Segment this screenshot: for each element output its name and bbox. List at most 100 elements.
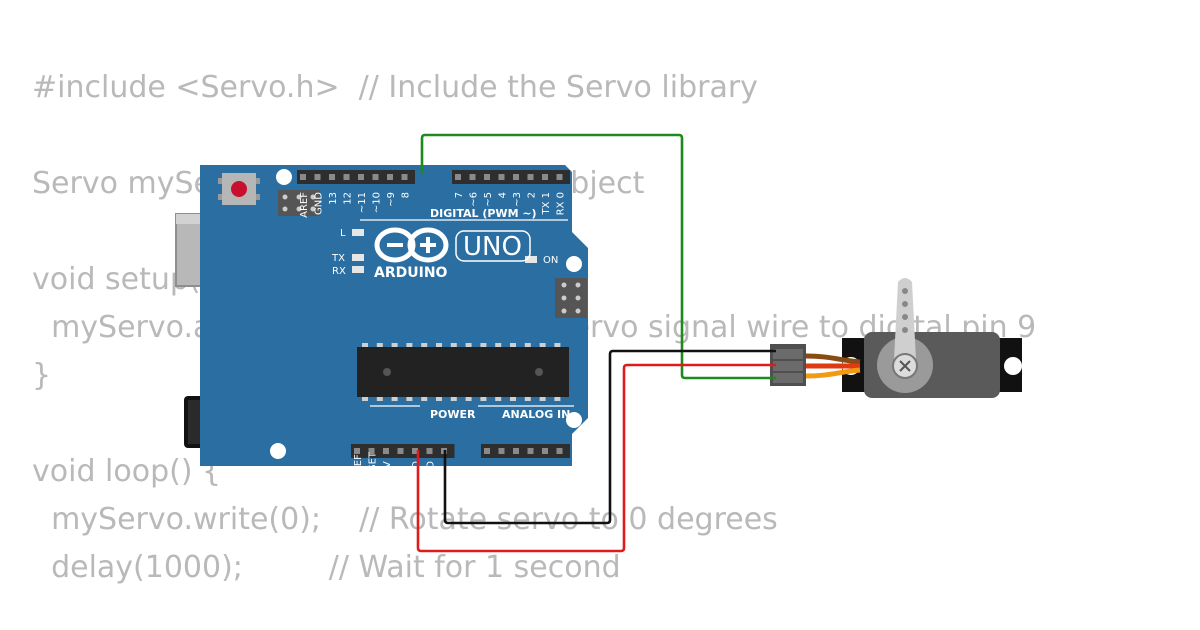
chip-pin [376,343,383,347]
chip-pin [391,397,398,401]
chip-pin [554,343,561,347]
chip-pin [465,343,472,347]
analog-pin [513,448,519,454]
analog-pin-label: A1 [498,471,509,484]
power-pin-label: IOREF [353,454,364,484]
digital-pin [343,174,350,180]
analog-pin [498,448,505,454]
led-on-label: ON [543,255,558,266]
mounting-hole [276,169,292,185]
chip-pin [436,343,442,347]
led-tx [352,254,364,261]
analog-pin-label: A2 [512,471,523,484]
chip-pin [376,397,383,401]
chip-pin [524,397,531,401]
digital-pin [469,174,476,180]
digital-pin [329,174,335,180]
model-label: UNO [463,232,522,262]
digital-pin-label: 2 [527,192,538,198]
digital-pin-label: ~11 [357,192,368,213]
digital-pin [556,174,563,180]
power-pin-label: GND [426,461,437,484]
digital-pin-label: RX 0 [556,192,567,215]
icsp-header-top [278,190,320,216]
chip-pin [391,343,398,347]
code-line-include: #include <Servo.h> // Include the Servo … [32,70,758,105]
digital-pin-label: 12 [343,192,354,205]
led-l [352,229,364,236]
power-pin [383,448,389,454]
digital-pin-label: 8 [401,192,412,198]
digital-pin [498,174,505,180]
servo-motor [770,278,1022,398]
chip-pin [554,397,561,401]
led-rx-label: RX [332,266,346,277]
code-line-setup-close: } [32,358,52,393]
signal-wire [420,133,776,380]
analog-pin [556,448,563,454]
mounting-hole [566,256,582,272]
chip-pin [524,343,531,347]
led-tx-label: TX [331,253,345,264]
microcontroller-chip [357,343,569,401]
chip-pin [480,343,487,347]
digital-pin [401,174,408,180]
power-pin [412,448,418,454]
power-pin [368,448,375,454]
chip-pin [436,397,442,401]
digital-pin-label: 4 [498,192,509,198]
led-l-label: L [340,228,346,239]
power-pin-label: 3.3V [382,461,393,484]
power-label: POWER [430,408,476,421]
reset-button[interactable] [218,173,260,205]
chip-pin [539,397,546,401]
chip-pin [510,397,516,401]
digital-pin [527,174,534,180]
digital-pin [358,174,364,180]
digital-pin-label: ~3 [512,192,523,207]
chip-pin [421,343,428,347]
icsp-header-right [555,278,587,318]
power-pin [354,448,360,454]
code-line-delay: delay(1000); // Wait for 1 second [32,550,621,585]
digital-pin-label: GND [314,192,325,215]
chip-pin [450,343,457,347]
analog-label: ANALOG IN [502,408,570,421]
chip-pin [406,397,413,401]
digital-pin [542,174,548,180]
chip-pin [362,397,368,401]
digital-pin [484,174,490,180]
digital-pin-label: 7 [454,192,465,198]
digital-pin [455,174,461,180]
brand-label: ARDUINO [374,265,448,281]
digital-pin [387,174,393,180]
power-wire [416,363,776,553]
digital-pin-label: ~5 [483,192,494,207]
chip-pin [510,343,516,347]
digital-pin-label: ~10 [372,192,383,213]
chip-pin [495,343,502,347]
digital-pin [372,174,379,180]
chip-pin [465,397,472,401]
power-pin-label: RESET [368,451,379,484]
digital-pin [513,174,519,180]
led-rx [352,266,364,273]
analog-pin-label: A4 [541,471,552,484]
chip-pin [362,343,368,347]
ground-wire [443,349,776,525]
digital-pin [300,174,306,180]
power-pin-label: 5V [397,471,408,484]
digital-pin [314,174,321,180]
power-pin-label: GND [411,461,422,484]
power-pin [397,448,404,454]
led-on [525,256,537,263]
chip-pin [406,343,413,347]
digital-pin-label: AREF [299,192,310,218]
analog-pin-label: A0 [483,471,494,484]
digital-pin-label: 13 [328,192,339,205]
analog-pin [542,448,548,454]
model-badge [455,230,531,262]
analog-pin-label: A5 [556,471,567,484]
